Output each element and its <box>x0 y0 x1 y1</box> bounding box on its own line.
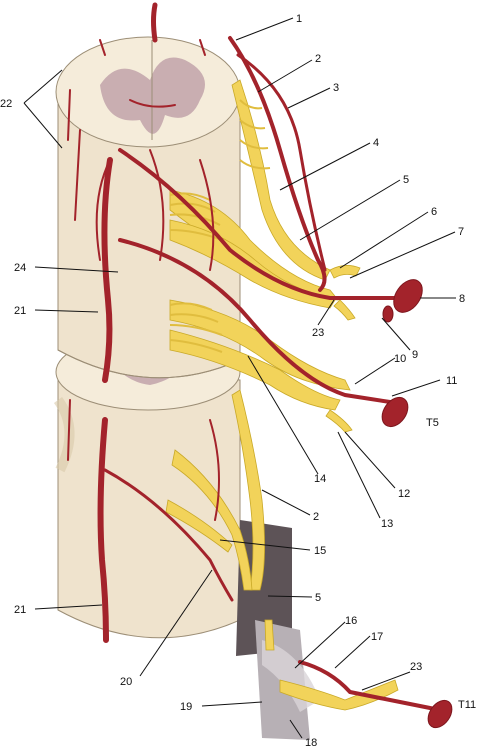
callout-1: 1 <box>296 13 302 25</box>
callout-24: 24 <box>14 262 26 274</box>
callout-11: 11 <box>446 375 457 387</box>
callout-16: 16 <box>345 615 357 627</box>
callout-22: 22 <box>0 98 12 110</box>
callout-9: 9 <box>412 349 418 361</box>
callout-6: 6 <box>431 206 437 218</box>
callout-7: 7 <box>458 226 464 238</box>
segmental-arteries <box>381 279 453 729</box>
callout-2-lower: 2 <box>313 511 319 523</box>
callout-2: 2 <box>315 53 321 65</box>
callout-20: 20 <box>120 676 132 688</box>
callout-8: 8 <box>459 293 465 305</box>
callout-3: 3 <box>333 82 339 94</box>
arteries <box>67 2 442 712</box>
segment-label-t5: T5 <box>426 417 439 429</box>
callout-19: 19 <box>180 701 192 713</box>
callout-23-lower: 23 <box>410 661 422 673</box>
callout-21-lower: 21 <box>14 604 26 616</box>
callout-10: 10 <box>394 353 406 365</box>
callout-14: 14 <box>314 473 326 485</box>
callout-12: 12 <box>398 488 410 500</box>
callout-5-lower: 5 <box>315 592 321 604</box>
callout-17: 17 <box>371 631 383 643</box>
callout-23-upper: 23 <box>312 327 324 339</box>
leader-lines <box>23 17 456 739</box>
callout-13: 13 <box>381 518 393 530</box>
segment-label-t11: T11 <box>458 699 476 711</box>
dural-sleeve <box>236 520 320 740</box>
callout-labels: 1 2 3 4 5 6 7 8 9 10 11 12 13 14 2 15 5 … <box>0 13 476 749</box>
callout-5: 5 <box>403 174 409 186</box>
callout-21-upper: 21 <box>14 305 26 317</box>
callout-18: 18 <box>305 737 317 749</box>
callout-4: 4 <box>373 137 379 149</box>
callout-15: 15 <box>314 545 326 557</box>
